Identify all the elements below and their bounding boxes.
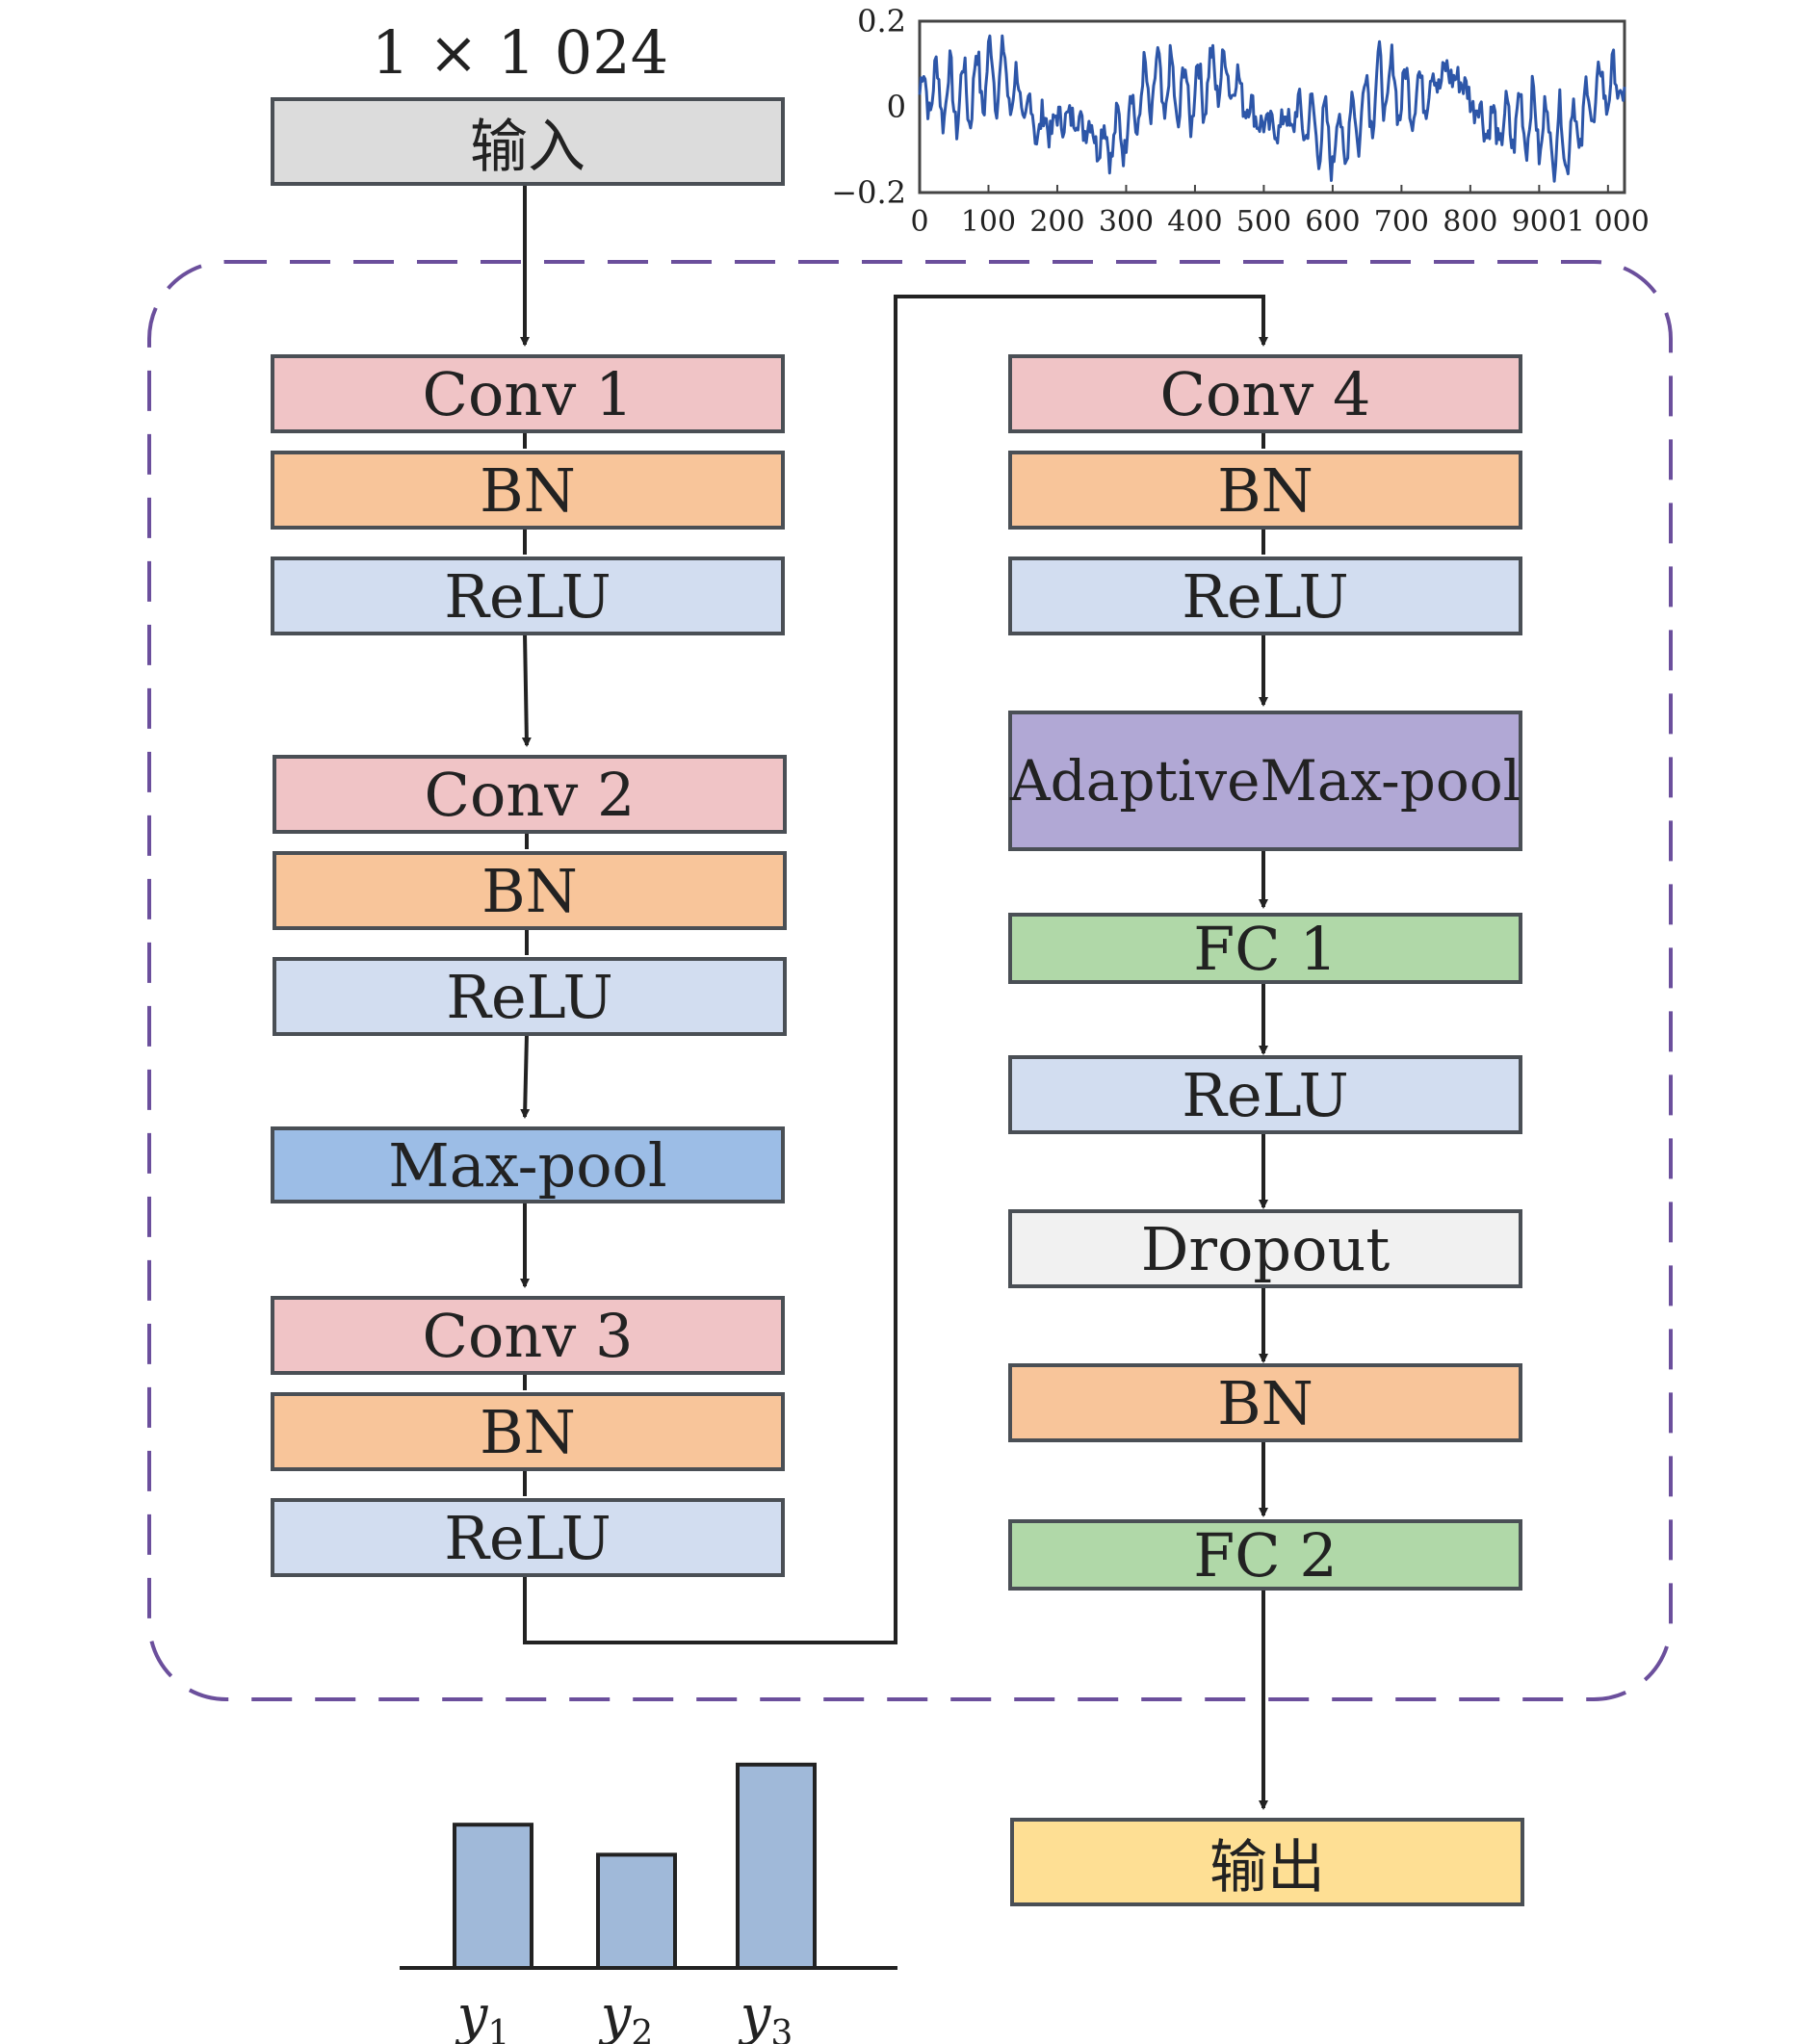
conv4-box: Conv 4: [1008, 354, 1522, 433]
adaptive-maxpool-box: AdaptiveMax-pool: [1008, 711, 1522, 851]
output-bar-label: y2: [598, 1984, 654, 2044]
bn5-box: BN: [1008, 1363, 1522, 1442]
signal-x-tick-label: 700: [1374, 205, 1429, 239]
signal-x-tick-label: 500: [1236, 205, 1291, 239]
signal-x-tick-label: 600: [1305, 205, 1360, 239]
input-dimension-label: 1 × 1 024: [371, 17, 669, 88]
maxpool-box: Max-pool: [271, 1126, 785, 1203]
input-box: 输入: [271, 97, 785, 186]
arrow-relu1-to-conv2: [521, 633, 532, 747]
conv2-box: Conv 2: [273, 755, 787, 834]
conv1-box: Conv 1: [271, 354, 785, 433]
bn4-box: BN: [1008, 451, 1522, 530]
signal-x-tick-label: 200: [1029, 205, 1084, 239]
bn2-box: BN: [273, 851, 787, 930]
output-bar-chart: y1 y2 y3: [400, 1762, 897, 2044]
output-bar-2: [596, 1852, 677, 1971]
bn1-box: BN: [271, 451, 785, 530]
network-block-border: [147, 260, 1673, 1701]
arrow-relu3-to-conv4: [523, 295, 1268, 1644]
signal-x-tick-label: 400: [1167, 205, 1222, 239]
relu4-box: ReLU: [1008, 556, 1522, 635]
fc2-box: FC 2: [1008, 1519, 1522, 1591]
signal-y-tick-label: −0.2: [831, 174, 906, 211]
output-box: 输出: [1010, 1818, 1524, 1906]
relu2-box: ReLU: [273, 957, 787, 1036]
signal-x-tick-label: 300: [1099, 205, 1154, 239]
signal-x-tick-label: 1 000: [1567, 205, 1650, 239]
conv3-box: Conv 3: [271, 1296, 785, 1375]
signal-x-tick-label: 0: [910, 205, 928, 239]
output-bar-label: y3: [738, 1984, 793, 2044]
signal-series-line: [918, 34, 1626, 183]
signal-plot-frame: [918, 19, 1626, 194]
signal-x-tick-label: 800: [1443, 205, 1497, 239]
signal-x-tick-label: 900: [1512, 205, 1567, 239]
output-bar-1: [453, 1823, 533, 1970]
relu3-box: ReLU: [271, 1498, 785, 1577]
signal-x-tick-label: 100: [961, 205, 1016, 239]
signal-y-tick-label: 0.2: [857, 3, 906, 39]
arrow-relu2-to-maxpool: [520, 1033, 531, 1119]
dropout-box: Dropout: [1008, 1209, 1522, 1288]
signal-y-tick-label: 0: [887, 89, 906, 125]
bn3-box: BN: [271, 1392, 785, 1471]
output-bar-3: [736, 1762, 817, 1971]
fc1-box: FC 1: [1008, 913, 1522, 984]
relu5-box: ReLU: [1008, 1055, 1522, 1134]
relu1-box: ReLU: [271, 556, 785, 635]
output-bar-label: y1: [455, 1984, 510, 2044]
